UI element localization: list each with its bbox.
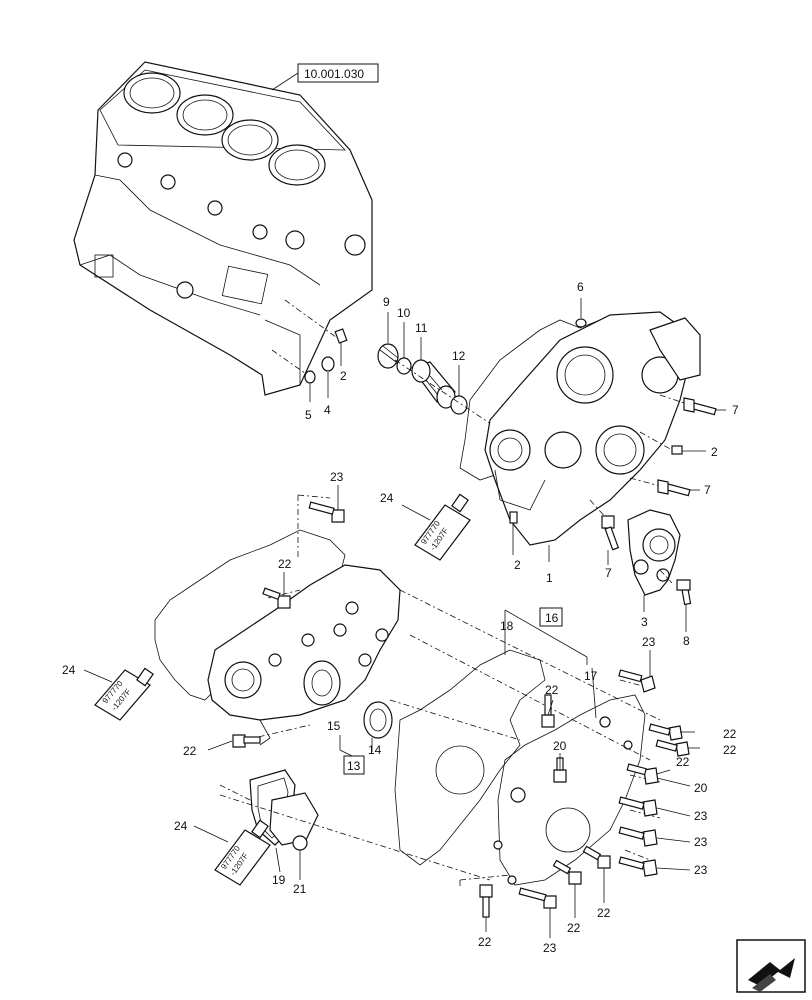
callout-7[interactable]: 7: [605, 566, 612, 580]
callout-24[interactable]: 24: [380, 491, 394, 505]
callout-2[interactable]: 2: [514, 558, 521, 572]
bolt-22-r1: [648, 723, 683, 741]
callout-17[interactable]: 17: [584, 669, 598, 683]
callout-22[interactable]: 22: [723, 743, 737, 757]
leader-lines: [207, 485, 700, 938]
callout-22[interactable]: 22: [278, 557, 292, 571]
callout-23[interactable]: 23: [543, 941, 557, 955]
callout-15[interactable]: 15: [327, 719, 341, 733]
callout-5[interactable]: 5: [305, 408, 312, 422]
callout-10[interactable]: 10: [397, 306, 411, 320]
callout-22[interactable]: 22: [723, 727, 737, 741]
callout-22[interactable]: 22: [545, 683, 559, 697]
callout-19[interactable]: 19: [272, 873, 286, 887]
bolt-22-b3: [582, 845, 611, 869]
callout-7[interactable]: 7: [704, 483, 711, 497]
callout-23[interactable]: 23: [694, 863, 708, 877]
next-page-arrow-icon[interactable]: [736, 939, 806, 993]
bolt-23-top: [618, 669, 656, 693]
bolt-22-front1: [262, 587, 291, 609]
callout-22[interactable]: 22: [597, 906, 611, 920]
callout-9[interactable]: 9: [383, 295, 390, 309]
bolt-23-b: [518, 887, 557, 909]
callout-23[interactable]: 23: [694, 835, 708, 849]
callout-24[interactable]: 24: [174, 819, 188, 833]
sealant-tube-lower: 977770 -1207F: [193, 819, 271, 886]
callout-20[interactable]: 20: [553, 739, 567, 753]
bolt-22-m1: [541, 694, 555, 728]
callout-18[interactable]: 18: [500, 619, 514, 633]
bolt-23-r2: [618, 826, 658, 847]
callout-14[interactable]: 14: [368, 743, 382, 757]
lower-bolts: [232, 501, 690, 918]
bolt-23-r1: [618, 796, 658, 817]
callout-20[interactable]: 20: [694, 781, 708, 795]
lower-cover-plates: [394, 649, 646, 886]
callout-4[interactable]: 4: [324, 403, 331, 417]
callout-2[interactable]: 2: [711, 445, 718, 459]
bolt-23-r3: [618, 856, 658, 877]
callout-23[interactable]: 23: [642, 635, 656, 649]
callout-22[interactable]: 22: [183, 744, 197, 758]
oil-pump-assembly: [627, 509, 692, 632]
sealant-tube-left: 977770 -1207F: [83, 667, 154, 721]
callout-1[interactable]: 1: [546, 571, 553, 585]
callout-22[interactable]: 22: [567, 921, 581, 935]
bolt-22-b1: [479, 884, 493, 918]
bolt-22-b2: [552, 859, 582, 885]
reference-box[interactable]: 10.001.030: [271, 63, 379, 91]
bolts-7: [589, 394, 726, 565]
group-13-box: [343, 755, 365, 775]
small-parts-upper: [271, 299, 501, 431]
reference-number: 10.001.030: [304, 67, 364, 81]
engine-block: [73, 61, 373, 396]
callout-7[interactable]: 7: [732, 403, 739, 417]
sealant-tube-upper: 977770 -1207F: [401, 493, 471, 561]
bolt-22-front2: [232, 734, 261, 748]
group-16-bracket: [504, 609, 588, 665]
bolt-22-r2: [655, 739, 690, 757]
callout-16[interactable]: 16: [545, 611, 559, 625]
group-16-box: [539, 607, 563, 627]
callout-22[interactable]: 22: [478, 935, 492, 949]
bolt-23-front: [308, 501, 345, 523]
bolt-7-lower: [589, 499, 620, 565]
callout-22[interactable]: 22: [676, 755, 690, 769]
bolt-7-upper: [659, 394, 726, 416]
callout-6[interactable]: 6: [577, 280, 584, 294]
callout-2[interactable]: 2: [340, 369, 347, 383]
callout-3[interactable]: 3: [641, 615, 648, 629]
callout-8[interactable]: 8: [683, 634, 690, 648]
callout-23[interactable]: 23: [330, 470, 344, 484]
callout-23[interactable]: 23: [694, 809, 708, 823]
gear-case-assembly: [459, 298, 706, 562]
callout-13[interactable]: 13: [347, 759, 361, 773]
bolt-7-middle: [629, 477, 700, 497]
front-cover-assembly: [154, 529, 401, 757]
callout-12[interactable]: 12: [452, 349, 466, 363]
callout-24[interactable]: 24: [62, 663, 76, 677]
callout-11[interactable]: 11: [415, 321, 428, 335]
callout-labels: 1 2 2 2 3 4 5 6 7 7 7 8 9 10 11 12 13 14…: [62, 280, 739, 955]
bolt-20-right: [626, 763, 659, 785]
callout-21[interactable]: 21: [293, 882, 307, 896]
